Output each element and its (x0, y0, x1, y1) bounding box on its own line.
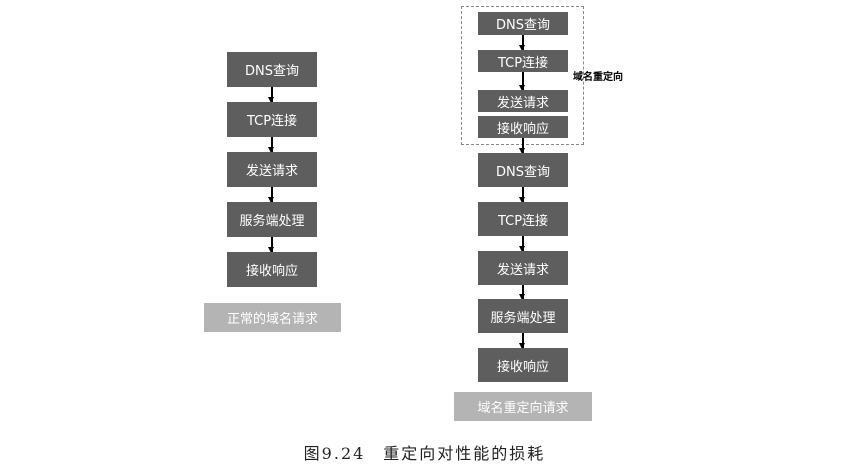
arrow (519, 236, 525, 252)
redirect-step-tcp: TCP连接 (478, 202, 568, 236)
arrow (519, 35, 525, 51)
redirect-step-server: 服务端处理 (478, 299, 568, 333)
arrow (268, 237, 274, 253)
normal-label: 正常的域名请求 (204, 303, 341, 332)
arrow (519, 285, 525, 300)
normal-step-tcp: TCP连接 (227, 102, 317, 137)
arrow (519, 138, 525, 154)
arrow (268, 87, 274, 103)
redirect-step-send: 发送请求 (478, 251, 568, 285)
redirect-pre-send: 发送请求 (478, 90, 568, 112)
arrow (519, 187, 525, 203)
arrow (519, 72, 525, 91)
redirect-pre-tcp: TCP连接 (478, 50, 568, 72)
redirect-group-label: 域名重定向 (573, 72, 623, 83)
redirect-step-receive: 接收响应 (478, 348, 568, 382)
figure-caption: 图9.24 重定向对性能的损耗 (303, 444, 546, 463)
arrow (519, 333, 525, 349)
redirect-pre-receive: 接收响应 (478, 116, 568, 138)
normal-step-server: 服务端处理 (227, 202, 317, 237)
redirect-label: 域名重定向请求 (454, 392, 592, 421)
redirect-pre-dns: DNS查询 (478, 12, 568, 35)
normal-step-dns: DNS查询 (227, 52, 317, 87)
arrow (268, 137, 274, 153)
normal-step-send: 发送请求 (227, 152, 317, 187)
normal-step-receive: 接收响应 (227, 252, 317, 287)
arrow (268, 187, 274, 203)
redirect-step-dns: DNS查询 (478, 153, 568, 187)
